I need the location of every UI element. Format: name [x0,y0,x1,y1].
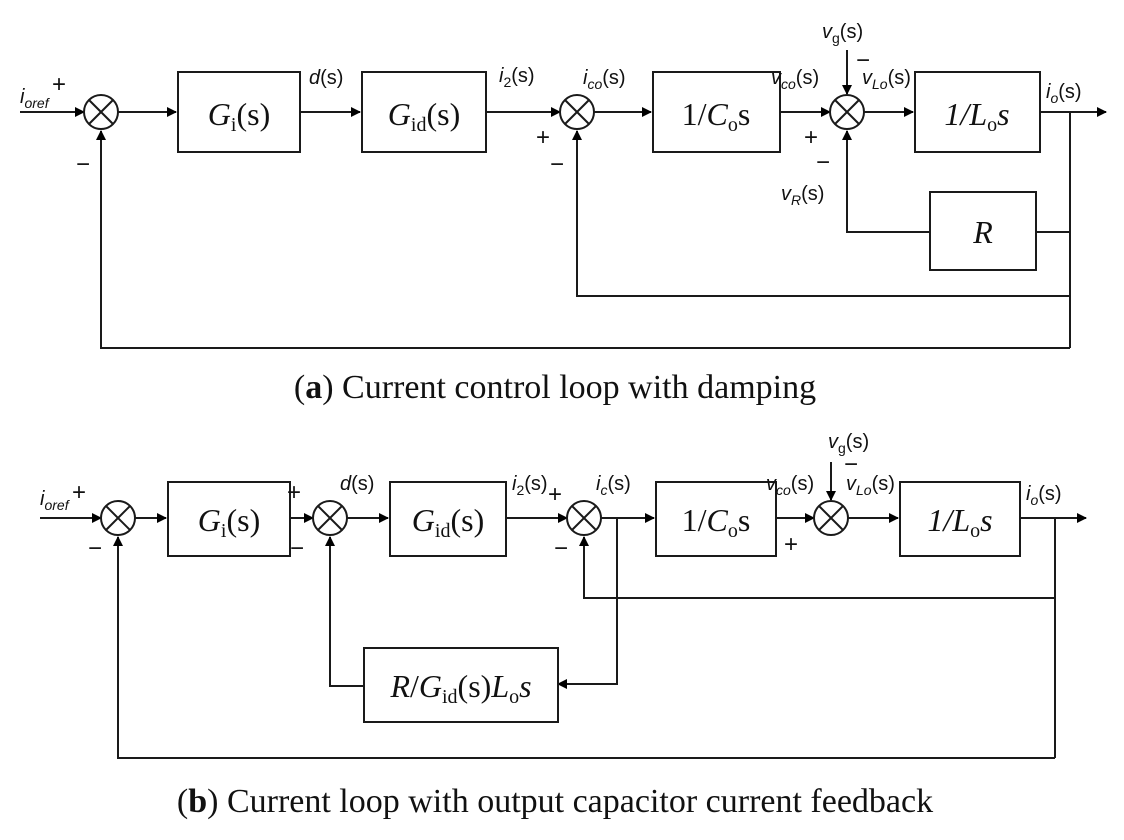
block-b-cap-label: 1/Cos [682,502,751,542]
diagram-b: Gi(s) Gid(s) 1/Cos 1/Los R/Gid(s)Los ior… [40,431,1087,820]
block-a-r [929,191,1037,271]
caption-b: (b) Current loop with output capacitor c… [177,783,933,820]
block-b-gi-label: Gi(s) [198,502,260,542]
sign-a-s1-fb: − [76,151,90,178]
sign-a-s1-in: + [52,71,66,98]
sign-a-s2-in: + [536,124,550,151]
sum-junction-b1 [100,500,136,536]
signal-a-vco: vco(s) [771,67,819,92]
block-b-gid-label: Gid(s) [412,502,484,542]
sign-a-s3-vg: − [856,47,870,74]
sign-b-s1-in: + [72,479,86,506]
sum-junction-a2 [559,94,595,130]
sign-b-s1-fb: − [88,535,102,562]
signal-a-i2: i2(s) [499,65,535,90]
sum-junction-a1 [83,94,119,130]
signal-b-io: io(s) [1026,483,1062,508]
wire-a-fb-s1 [96,130,1070,349]
signal-a-vg: vg(s) [822,21,863,46]
sign-b-s2-fb: − [290,535,304,562]
wire-b-fb-s1 [113,536,1055,759]
block-b-gid [389,481,507,557]
sum-junction-a3 [829,94,865,130]
signal-b-ic: ic(s) [596,473,631,498]
block-b-gi [167,481,291,557]
wire-a-r-s3 [842,130,930,233]
diagram-a: Gi(s) Gid(s) 1/Cos 1/Los R ioref d(s) i2… [20,21,1107,406]
signal-a-d: d(s) [309,67,343,89]
block-b-cap [655,481,777,557]
signal-a-iref: ioref [20,86,51,111]
sign-b-s4-in: + [784,531,798,558]
sign-a-s3-in: + [804,124,818,151]
signal-b-d: d(s) [340,473,374,495]
sum-junction-b4 [813,500,849,536]
wire-b-rg-s2 [325,536,364,687]
sign-b-s3-in: + [548,481,562,508]
sign-b-s3-fb: − [554,535,568,562]
sign-b-s2-in: + [287,479,301,506]
signal-b-vg: vg(s) [828,431,869,456]
signal-a-io: io(s) [1046,81,1082,106]
block-a-cap-label: 1/Cos [682,96,751,136]
block-a-gid [361,71,487,153]
block-a-ind-label: 1/Los [944,96,1009,136]
block-a-cap [652,71,781,153]
signal-b-iref: ioref [40,488,71,513]
sum-junction-b3 [566,500,602,536]
block-a-r-label: R [972,214,993,250]
signal-a-ico: ico(s) [583,67,626,92]
signal-b-vco: vco(s) [766,473,814,498]
sign-a-s2-fb: − [550,151,564,178]
wire-b-ic-tap [557,518,618,689]
block-b-ind-label: 1/Los [927,502,992,542]
block-a-gi [177,71,301,153]
block-a-gid-label: Gid(s) [388,96,460,136]
wire-b-fb-s3 [579,536,1055,599]
block-a-ind [914,71,1041,153]
block-a-gi-label: Gi(s) [208,96,270,136]
sign-a-s3-fb: − [816,149,830,176]
signal-b-vlo: vLo(s) [846,473,895,498]
wire-a-fb-s2 [572,130,1070,297]
block-b-feedback-label: R/Gid(s)Los [389,668,531,708]
signal-a-vlo: vLo(s) [862,67,911,92]
sum-junction-b2 [312,500,348,536]
block-b-ind [899,481,1021,557]
signal-b-i2: i2(s) [512,473,548,498]
block-b-feedback [363,647,559,723]
sign-b-s4-vg: − [844,451,858,478]
caption-a: (a) Current control loop with damping [294,369,816,406]
signal-a-vr: vR(s) [781,183,824,208]
